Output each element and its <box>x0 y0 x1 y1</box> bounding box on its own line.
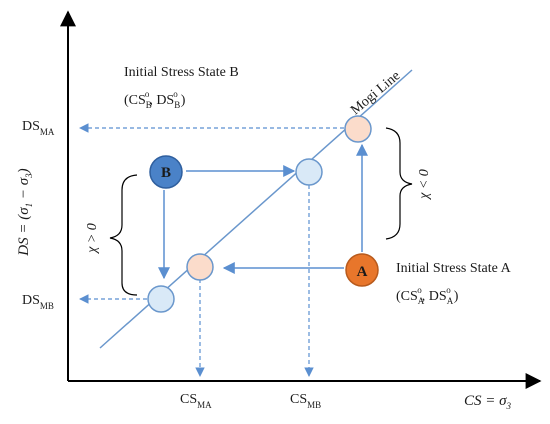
state-a-title: Initial Stress State A <box>396 261 512 276</box>
y-axis-title: DS = (σ1 − σ3) <box>16 168 34 256</box>
node-mb-lower <box>147 285 175 313</box>
chi-negative-label: χ < 0 <box>417 169 432 201</box>
node-state-a-letter: A <box>357 264 368 280</box>
chi-positive-brace <box>109 174 138 296</box>
cs-mb-tick-label: CSMB <box>290 392 321 410</box>
chi-negative-brace <box>385 127 413 240</box>
node-ma-upper <box>344 115 372 143</box>
x-axis-title: CS = σ3 <box>464 393 512 411</box>
state-a-notation: (CSAo, DSAo) <box>396 285 459 306</box>
state-b-title: Initial Stress State B <box>124 65 239 80</box>
node-state-b-letter: B <box>161 165 171 181</box>
chi-positive-label: χ > 0 <box>85 223 100 255</box>
node-ma-lower <box>186 253 214 281</box>
ds-ma-tick-label: DSMA <box>22 119 55 137</box>
state-b-notation: (CSBo, DSBo) <box>124 89 186 110</box>
node-state-a <box>345 253 379 287</box>
cs-ma-tick-label: CSMA <box>180 392 212 410</box>
ds-mb-tick-label: DSMB <box>22 293 54 311</box>
mogi-line-label: Mogi Line <box>348 68 403 118</box>
node-state-b <box>149 155 183 189</box>
node-mb-upper <box>295 158 323 186</box>
